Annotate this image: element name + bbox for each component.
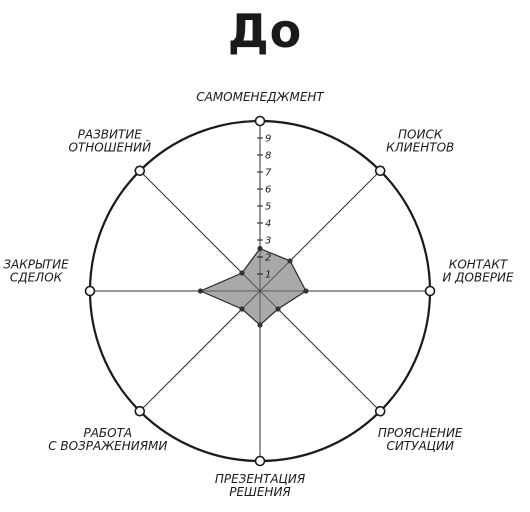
- data-point-self: [257, 245, 263, 252]
- axis-label-search-line-1: ПОИСК: [398, 127, 443, 141]
- axis-overlay-objections: [139, 290, 261, 412]
- tick-label-8: 8: [265, 151, 271, 162]
- axis-label-clarify-line-1: ПРОЯСНЕНИЕ: [378, 426, 463, 440]
- chart-title: До: [227, 4, 303, 58]
- axis-label-closing-line-2: СДЕЛОК: [10, 271, 63, 285]
- axis-overlay-search: [259, 170, 381, 292]
- axis-end-marker-clarify: [374, 405, 386, 417]
- data-point-relations: [239, 270, 245, 276]
- data-point-clarify: [275, 306, 281, 312]
- axis-label-contact-line-1: КОНТАКТ: [449, 258, 509, 272]
- axis-end-marker-self: [254, 115, 266, 127]
- axis-end-marker-closing: [84, 285, 96, 297]
- axis-end-marker-present: [254, 455, 266, 467]
- tick-label-2: 2: [265, 253, 271, 264]
- axis-label-relations-line-2: ОТНОШЕНИЙ: [68, 139, 151, 154]
- axis-label-present-line-1: ПРЕЗЕНТАЦИЯ: [215, 472, 306, 486]
- tick-label-4: 4: [265, 219, 271, 230]
- tick-label-3: 3: [265, 236, 271, 247]
- data-point-objections: [239, 306, 245, 312]
- data-point-present: [257, 322, 263, 328]
- tick-label-9: 9: [265, 134, 271, 145]
- axis-overlay-relations: [139, 170, 261, 292]
- axis-label-relations-line-1: РАЗВИТИЕ: [78, 127, 143, 141]
- tick-label-7: 7: [265, 168, 272, 179]
- tick-label-1: 1: [265, 270, 271, 281]
- axis-label-self-line-1: САМОМЕНЕДЖМЕНТ: [196, 90, 325, 104]
- axis-label-closing-line-1: ЗАКРЫТИЕ: [3, 258, 69, 272]
- axis-end-marker-search: [374, 165, 386, 177]
- axis-end-marker-contact: [424, 285, 436, 297]
- axis-label-present-line-2: РЕШЕНИЯ: [229, 485, 291, 499]
- axis-label-contact-line-2: И ДОВЕРИЕ: [442, 271, 514, 285]
- axis-label-objections-line-2: С ВОЗРАЖЕНИЯМИ: [48, 439, 167, 453]
- tick-label-5: 5: [265, 202, 271, 213]
- axis-label-clarify-line-2: СИТУАЦИИ: [386, 439, 454, 453]
- tick-label-6: 6: [265, 185, 271, 196]
- axis-end-marker-relations: [134, 165, 146, 177]
- data-point-search: [287, 258, 293, 264]
- data-point-contact: [303, 288, 309, 294]
- data-point-closing: [197, 288, 204, 294]
- axis-label-search-line-2: КЛИЕНТОВ: [386, 140, 454, 154]
- axis-label-objections-line-1: РАБОТА: [83, 426, 132, 440]
- axis-overlay-clarify: [259, 290, 381, 412]
- axis-end-marker-objections: [134, 405, 146, 417]
